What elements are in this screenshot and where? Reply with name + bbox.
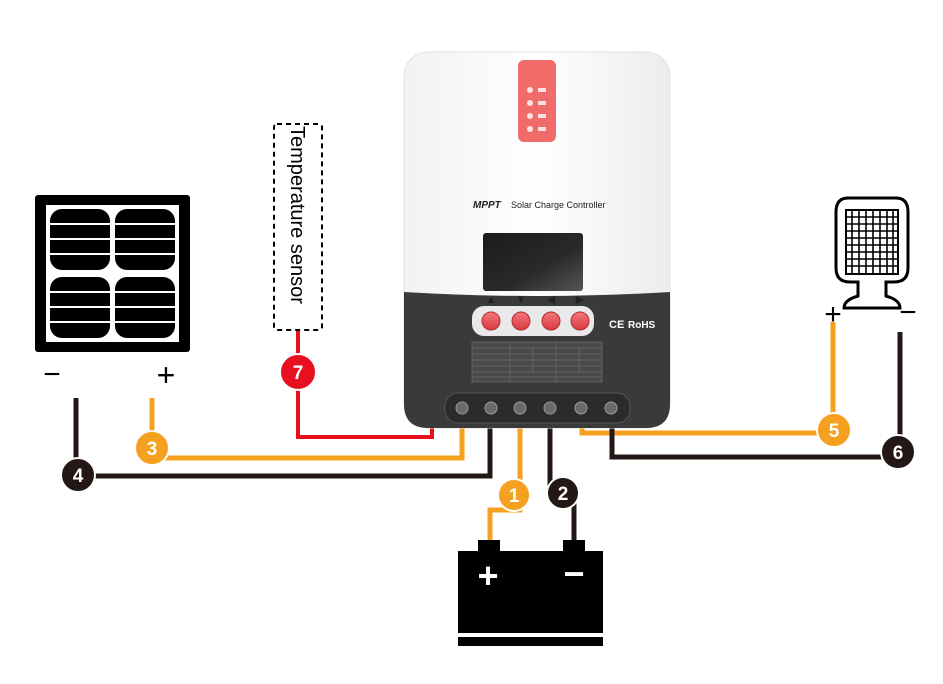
marker-7: 7 xyxy=(279,353,317,391)
marker-5: 5 xyxy=(816,412,852,448)
button-left-label: ◀ xyxy=(547,294,556,306)
button-down[interactable] xyxy=(511,311,531,331)
button-up-label: ▲ xyxy=(486,294,497,306)
marker-2-label: 2 xyxy=(558,484,569,505)
marker-4: 4 xyxy=(60,457,96,493)
controller-brand: MPPT xyxy=(473,200,502,211)
temperature-sensor-label: Temperature sensor xyxy=(286,126,308,304)
terminal-block xyxy=(444,392,631,424)
terminals xyxy=(455,401,618,415)
marker-1-label: 1 xyxy=(509,486,520,507)
marker-1: 1 xyxy=(497,478,531,512)
button-right[interactable] xyxy=(570,311,590,331)
panel-plus-label: + xyxy=(157,357,176,393)
marker-6-label: 6 xyxy=(893,443,904,464)
load-negative-wire xyxy=(609,332,903,460)
marker-3: 3 xyxy=(134,430,170,466)
ce-mark: CE xyxy=(609,319,624,331)
button-down-label: ▼ xyxy=(516,294,527,306)
marker-2: 2 xyxy=(546,476,580,510)
marker-6: 6 xyxy=(880,434,916,470)
marker-5-label: 5 xyxy=(829,421,840,442)
marker-4-label: 4 xyxy=(73,466,84,487)
lamp-icon xyxy=(834,196,910,310)
panel-negative-wire xyxy=(73,398,493,479)
battery-plus-label: + xyxy=(477,555,498,596)
charge-controller: MPPT Solar Charge Controller ▲ ▼ ◀ ▶ CE … xyxy=(403,51,671,429)
marker-3-label: 3 xyxy=(147,439,158,460)
battery-positive-wire xyxy=(487,412,523,550)
indicator-panel xyxy=(518,60,556,142)
indicator-leds xyxy=(527,87,546,132)
spec-label-plate xyxy=(471,341,603,383)
rohs-mark: RoHS xyxy=(628,320,656,331)
button-up[interactable] xyxy=(481,311,501,331)
panel-positive-wire xyxy=(149,398,465,461)
button-right-label: ▶ xyxy=(576,294,585,306)
controller-title: Solar Charge Controller xyxy=(511,200,606,210)
button-strip xyxy=(472,306,594,336)
temperature-sensor-box xyxy=(273,123,323,331)
load-minus-label: − xyxy=(899,296,917,329)
button-left[interactable] xyxy=(541,311,561,331)
load-plus-label: + xyxy=(824,298,842,331)
lcd-screen xyxy=(483,233,583,291)
battery-minus-label: − xyxy=(563,553,584,594)
panel-minus-label: − xyxy=(43,358,61,391)
battery-icon xyxy=(458,540,603,646)
solar-panel-icon xyxy=(35,195,190,352)
marker-7-label: 7 xyxy=(293,363,304,384)
